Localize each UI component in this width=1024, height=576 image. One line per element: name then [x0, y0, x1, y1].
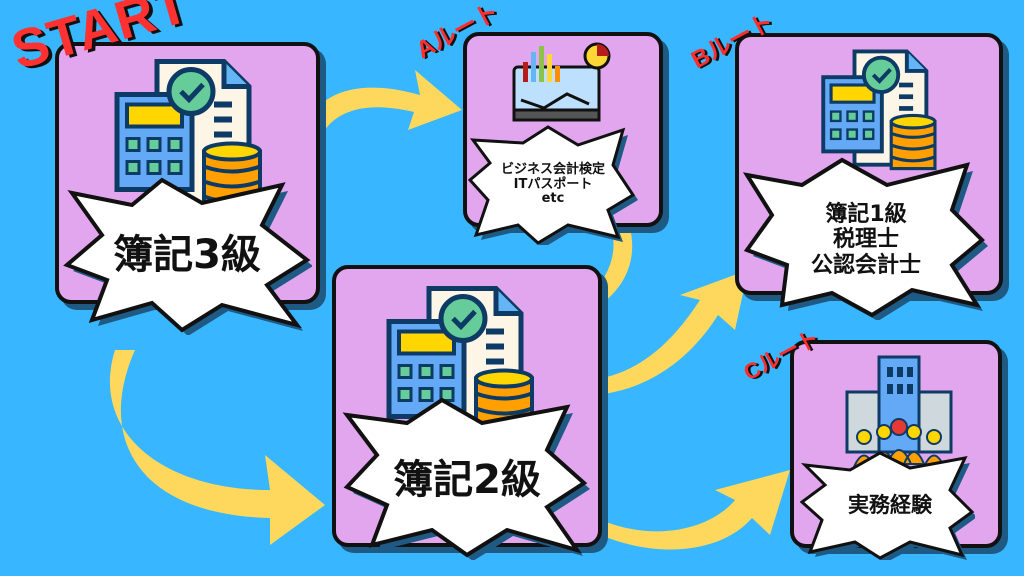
node-boki3: 簿記3級 [113, 232, 261, 278]
arrow-boki3-to-boki2 [109, 350, 325, 545]
burst-route-c [800, 451, 975, 560]
burst-boki2 [342, 397, 590, 560]
burst-route-b [742, 157, 988, 320]
analytics-monitor-icon [512, 42, 611, 122]
burst-route-a [468, 125, 638, 245]
node-route-c: 実務経験 [848, 492, 932, 517]
arrow-boki2-to-b [570, 270, 748, 396]
arrow-boki2-to-c [590, 470, 790, 550]
burst-boki3 [63, 177, 312, 335]
arrow-boki3-to-a [300, 70, 462, 165]
node-route-a: ビジネス会計検定 ITパスポート etc [500, 161, 605, 207]
node-boki2: 簿記2級 [393, 457, 541, 503]
node-route-b: 簿記1級 税理士 公認会計士 [810, 202, 921, 278]
